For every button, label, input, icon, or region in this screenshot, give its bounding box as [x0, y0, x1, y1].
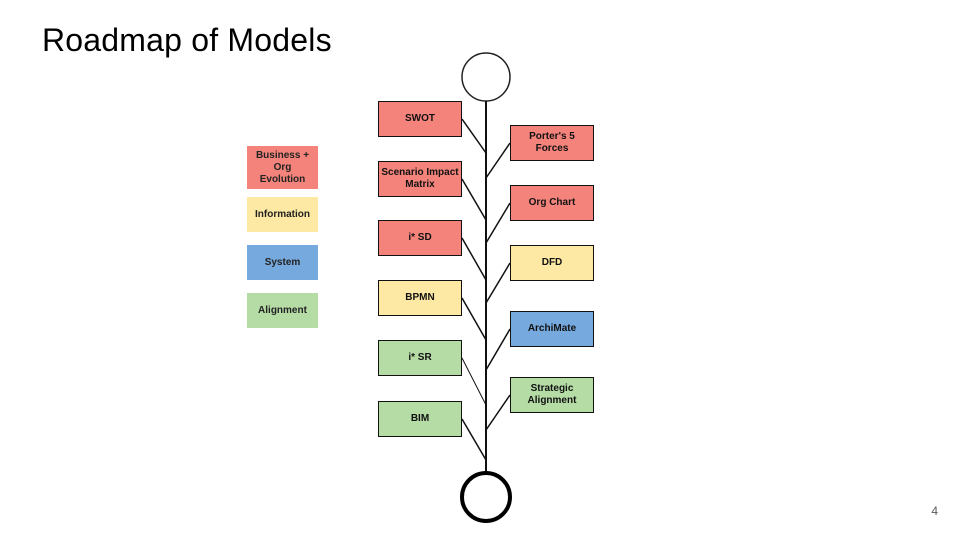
page-number: 4 — [931, 504, 938, 518]
legend-information: Information — [247, 197, 318, 232]
legend-system: System — [247, 245, 318, 280]
connector-isr — [461, 357, 487, 406]
connector-bpmn — [461, 297, 487, 341]
model-istar-sd: i* SD — [378, 220, 462, 256]
connector-strategic — [485, 394, 511, 431]
legend-business: Business + Org Evolution — [247, 146, 318, 189]
model-org-chart: Org Chart — [510, 185, 594, 221]
connector-isd — [461, 237, 487, 281]
model-archimate: ArchiMate — [510, 311, 594, 347]
connector-scenario — [461, 178, 487, 221]
connector-porter — [485, 142, 511, 179]
model-scenario-impact-matrix: Scenario Impact Matrix — [378, 161, 462, 197]
model-strategic-alignment: Strategic Alignment — [510, 377, 594, 413]
model-swot: SWOT — [378, 101, 462, 137]
model-porters-5-forces: Porter's 5 Forces — [510, 125, 594, 161]
model-dfd: DFD — [510, 245, 594, 281]
legend-alignment: Alignment — [247, 293, 318, 328]
connector-archimate — [485, 328, 511, 371]
model-bim: BIM — [378, 401, 462, 437]
connector-bim — [461, 418, 487, 461]
connector-dfd — [485, 262, 511, 304]
connector-swot — [461, 118, 487, 154]
connector-orgchart — [485, 202, 511, 244]
model-bpmn: BPMN — [378, 280, 462, 316]
model-istar-sr: i* SR — [378, 340, 462, 376]
end-node — [460, 471, 512, 523]
slide-title: Roadmap of Models — [42, 22, 332, 58]
start-node — [461, 52, 511, 102]
